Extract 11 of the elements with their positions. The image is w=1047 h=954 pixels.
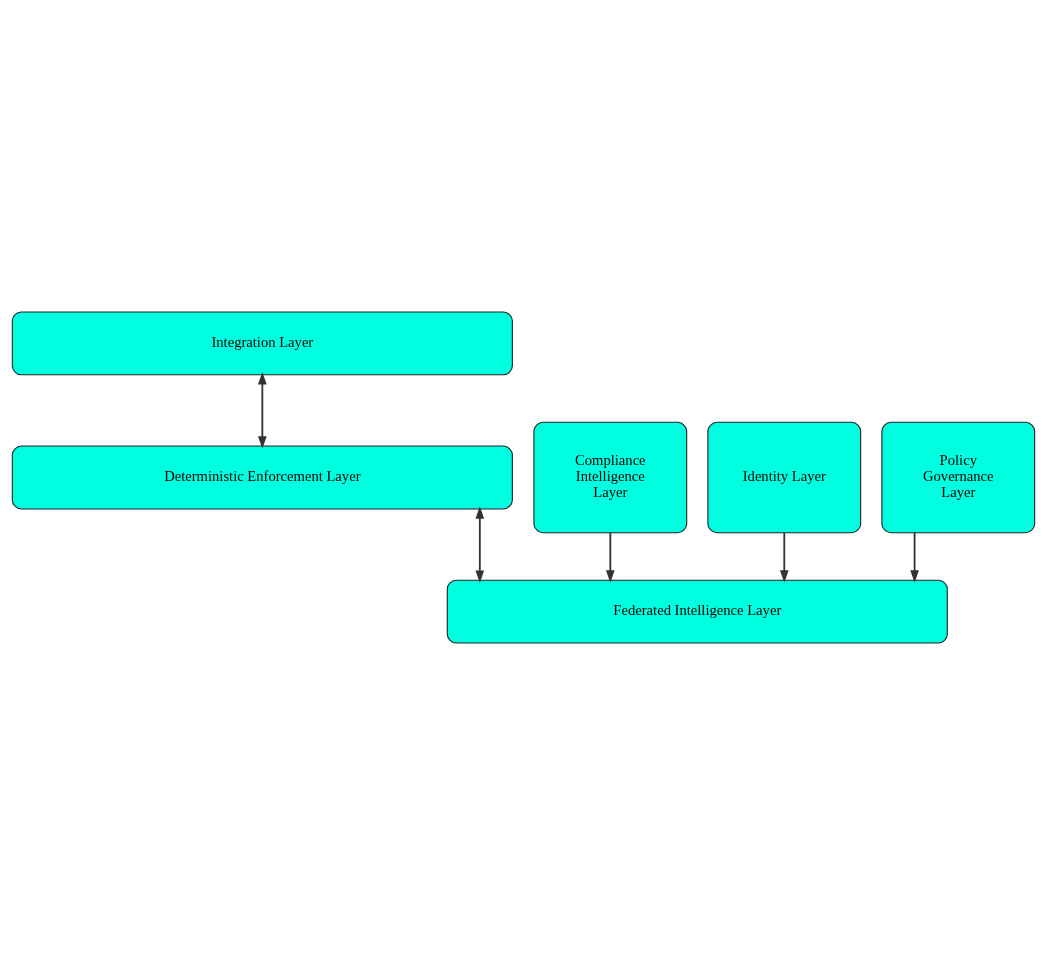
arrow bbox=[779, 531, 789, 583]
node-box: Identity Layer bbox=[707, 421, 862, 533]
node-box: Compliance Intelligence Layer bbox=[533, 421, 688, 533]
arrow bbox=[475, 505, 485, 583]
arrow bbox=[258, 371, 267, 449]
arrow bbox=[910, 531, 919, 583]
arrow bbox=[605, 531, 615, 583]
node-box: Deterministic Enforcement Layer bbox=[11, 445, 513, 509]
node-box: Policy Governance Layer bbox=[881, 421, 1036, 533]
node-box: Integration Layer bbox=[11, 310, 513, 375]
node-box: Federated Intelligence Layer bbox=[446, 579, 948, 644]
